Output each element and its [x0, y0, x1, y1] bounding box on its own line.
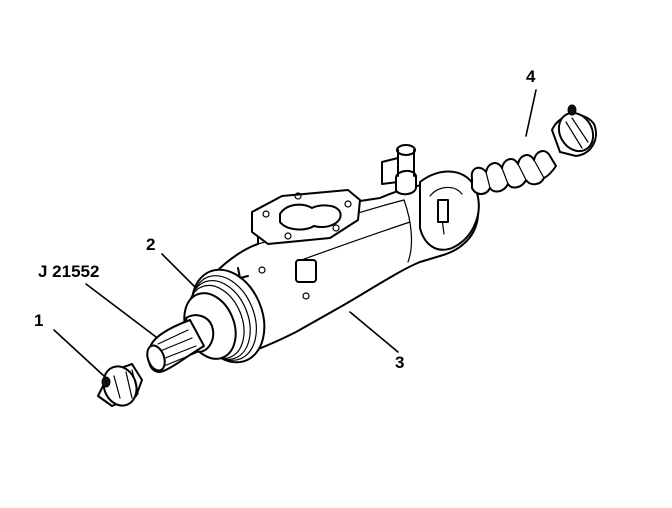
input-shaft [146, 314, 215, 373]
leader-lines [53, 89, 537, 377]
leader-1 [53, 329, 105, 377]
plug-hex-socket [101, 376, 111, 388]
callout-part-2: 2 [146, 235, 156, 254]
spring-assembly-part-4 [470, 104, 597, 195]
boss-bolt [395, 170, 417, 196]
valve-flange [251, 189, 361, 245]
spring-coil [470, 150, 557, 195]
end-cap-lug [437, 199, 449, 223]
side-pad [295, 259, 317, 283]
callout-part-1: 1 [34, 311, 44, 330]
callout-part-4: 4 [526, 67, 536, 86]
leader-j21552 [85, 283, 161, 341]
flange-port [279, 203, 342, 231]
callout-part-3: 3 [395, 353, 405, 372]
plug-part-1 [97, 363, 143, 407]
leader-3 [349, 311, 399, 353]
callout-tool-j21552: J 21552 [38, 262, 100, 281]
leader-2 [161, 253, 201, 293]
leader-4 [525, 89, 537, 137]
